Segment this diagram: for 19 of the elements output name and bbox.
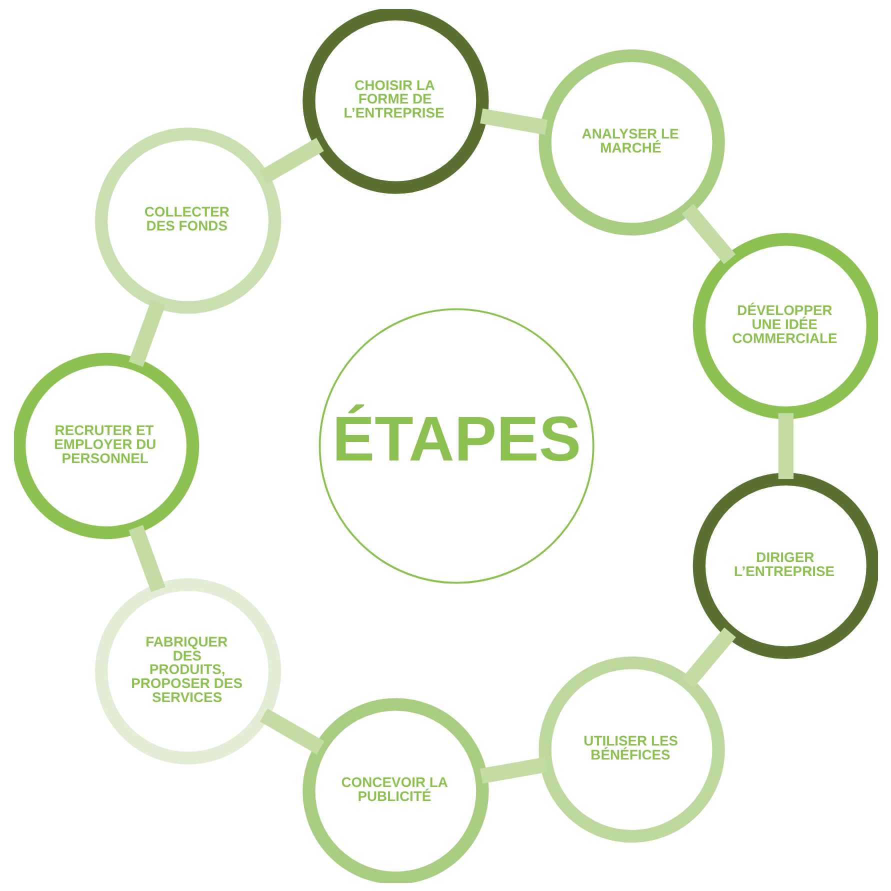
connector <box>258 137 324 184</box>
node-circle: COLLECTER DES FONDS <box>94 127 281 314</box>
node-circle: CONCEVOIR LA PUBLICITÉ <box>302 698 488 882</box>
connector <box>480 108 548 134</box>
node-circle: DÉVELOPPER UNE IDÉE COMMERCIALE <box>692 232 878 419</box>
connector <box>259 708 324 754</box>
node-circle: ANALYSER LE MARCHÉ <box>538 48 724 236</box>
node-circle: FABRIQUER DES PRODUITS, PROPOSER DES SERVICES <box>94 578 281 764</box>
connector <box>479 756 547 784</box>
connector <box>128 299 165 366</box>
node-circle: CHOISIR LA FORME DE L’ENTREPRISE <box>302 8 488 194</box>
node-circle: DIRIGER L’ENTREPRISE <box>692 472 878 658</box>
node-circle: RECRUTER ET EMPLOYER DU PERSONNEL <box>14 352 199 539</box>
connector <box>778 412 794 478</box>
connector <box>682 626 736 688</box>
connector <box>681 204 736 264</box>
node-circle: ÉTAPES <box>318 308 594 584</box>
node-circle: UTILISER LES BÉNÉFICES <box>538 656 724 842</box>
connector <box>128 524 165 592</box>
